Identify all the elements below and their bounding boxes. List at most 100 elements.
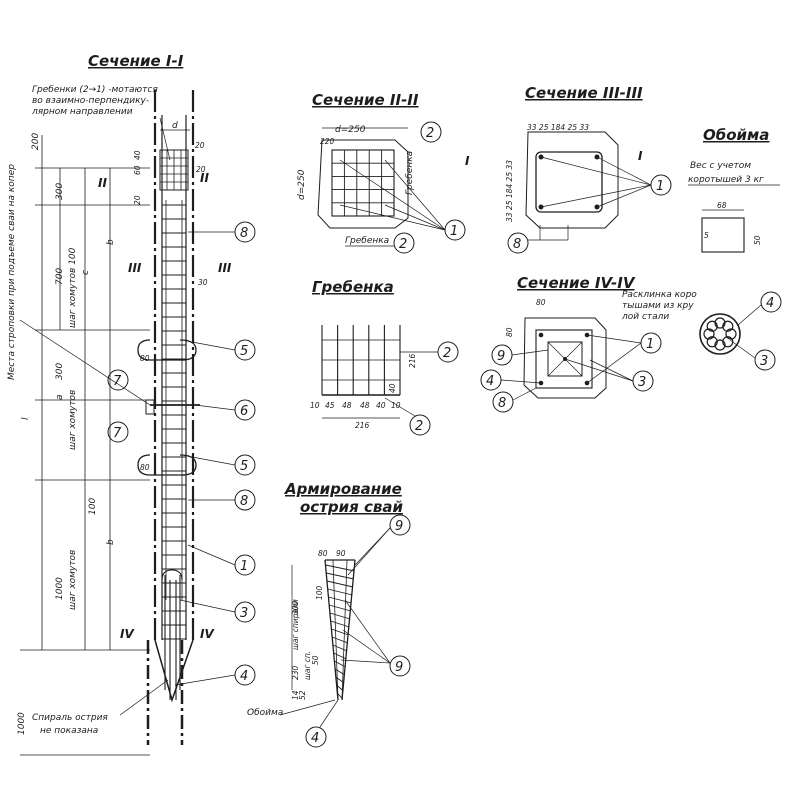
svg-text:3: 3 — [638, 375, 646, 390]
section-4-obojma — [547, 341, 583, 377]
loop-lower-left — [137, 454, 185, 476]
dim-20a: 20 — [195, 141, 205, 150]
dim-a: a — [55, 394, 65, 400]
dim-60: 60 — [133, 165, 142, 175]
top-grebenka — [159, 149, 189, 191]
tip-spiral — [325, 564, 355, 700]
mark-I-a: I — [465, 154, 470, 168]
note-grebenki-1: Гребенки (2→1) -мотаются — [32, 85, 158, 95]
dim-a90: 90 — [336, 549, 346, 558]
svg-text:5: 5 — [240, 344, 248, 359]
dim-200: 200 — [31, 133, 41, 150]
dim-g10: 10 — [310, 401, 320, 410]
dim-o5: 5 — [704, 231, 709, 240]
section-4-4: Сечение IV-IV 80 80 9 4 8 1 3 — [480, 274, 662, 413]
title-obojma: Обойма — [703, 126, 769, 144]
svg-text:4: 4 — [486, 374, 494, 389]
obojma-rect — [701, 217, 745, 253]
dim-40: 40 — [133, 150, 142, 160]
spiral-turn — [329, 612, 351, 620]
section-4-outline — [523, 317, 607, 399]
dim-300: 300 — [55, 183, 65, 200]
rod — [706, 320, 718, 332]
note-grebenka-tag: Гребенка — [345, 236, 389, 246]
svg-text:3: 3 — [240, 606, 248, 621]
svg-text:2: 2 — [415, 419, 423, 434]
spiral-turn — [333, 652, 347, 660]
spiral-turn — [332, 644, 348, 652]
loop-upper-left — [137, 339, 185, 361]
note-obojma-ves-1: Вес с учетом — [690, 161, 751, 171]
svg-text:9: 9 — [395, 660, 403, 675]
mark-III-left: III — [128, 261, 142, 275]
rasklinka-rods — [703, 317, 737, 351]
title-section-4: Сечение IV-IV — [517, 274, 636, 292]
tip-hook — [161, 569, 183, 581]
dim-l: l — [21, 417, 31, 420]
section-2-outline — [317, 139, 409, 229]
rasklinka-detail: Расклинка коро тышами из кру лой стали 4… — [621, 290, 782, 371]
section-3-3: Сечение III-III 33 25 184 25 33 33 25 18… — [505, 84, 672, 254]
title-grebenka: Гребенка — [312, 278, 394, 296]
spiral-turn — [331, 636, 349, 644]
mark-I-b: I — [638, 149, 643, 163]
dim-700: 700 — [55, 268, 65, 285]
svg-text:3: 3 — [760, 354, 768, 369]
dim-o68: 68 — [717, 201, 727, 210]
dim-o50: 50 — [753, 235, 762, 245]
spiral-turn — [327, 588, 353, 596]
svg-text:4: 4 — [240, 669, 248, 684]
obojma: Обойма Вес с учетом коротышей 3 кг 68 50… — [688, 126, 780, 253]
dim-d250: d=250 — [335, 125, 366, 135]
title-arm-1: Армирование — [284, 480, 402, 498]
mark-III-right: III — [218, 261, 232, 275]
svg-text:7: 7 — [113, 374, 122, 389]
mark-II-left: II — [98, 176, 107, 190]
dim-a100: 100 — [315, 585, 324, 600]
dim-c: c — [81, 270, 91, 275]
note-stropovka: Места строповки при подъеме сваи на копе… — [7, 164, 17, 380]
rod — [722, 320, 734, 332]
section-2-mesh — [332, 150, 394, 216]
spiral-turn — [329, 604, 351, 612]
section-2-2: Сечение II-II d=250 220 d=250 Гребенка Г… — [297, 91, 470, 254]
spiral-turn — [334, 668, 346, 676]
svg-text:2: 2 — [443, 346, 451, 361]
dim-s4-80v: 80 — [505, 327, 514, 337]
dim-a52: 52 — [298, 690, 307, 700]
note-grebenki-3: лярном направлении — [31, 107, 133, 117]
svg-text:1: 1 — [450, 224, 458, 239]
dim-s3-top: 33 25 184 25 33 — [527, 123, 589, 132]
dim-d-top: d — [172, 121, 178, 131]
rasklinka-ring — [699, 313, 741, 355]
svg-text:6: 6 — [240, 404, 248, 419]
loop-lower-right — [179, 454, 197, 476]
note-shag-3: шаг хомутов — [68, 550, 78, 610]
section-4-stirrup — [535, 329, 593, 389]
dim-80-upper: 80 — [140, 354, 150, 363]
svg-text:5: 5 — [240, 459, 248, 474]
dim-s3-left: 33 25 184 25 33 — [505, 160, 514, 222]
dim-g48: 48 — [342, 401, 352, 410]
svg-text:8: 8 — [240, 494, 248, 509]
spiral-turn — [328, 596, 352, 604]
dim-20c: 20 — [133, 195, 142, 205]
dim-ashag2: шаг сп. — [303, 651, 312, 680]
spiral-turn — [335, 676, 345, 684]
dim-b-upper: b — [106, 239, 116, 245]
spiral-turn — [330, 620, 350, 628]
dim-1000b: 1000 — [17, 712, 27, 735]
note-obojma-tag: Обойма — [247, 708, 283, 718]
note-grebenka-side: Гребенка — [405, 151, 415, 195]
svg-text:7: 7 — [113, 426, 122, 441]
dim-100: 100 — [88, 498, 98, 515]
dim-ashag: шаг спирали — [291, 599, 300, 650]
mark-IV-right: IV — [200, 627, 215, 641]
svg-text:1: 1 — [646, 337, 654, 352]
spiral-turn — [331, 628, 349, 636]
callouts-section-1: 8 5 6 5 8 1 3 4 7 7 — [107, 221, 256, 686]
dim-g216v: 216 — [408, 353, 417, 368]
dim-g45: 45 — [325, 401, 335, 410]
lifting-plate — [145, 399, 155, 415]
